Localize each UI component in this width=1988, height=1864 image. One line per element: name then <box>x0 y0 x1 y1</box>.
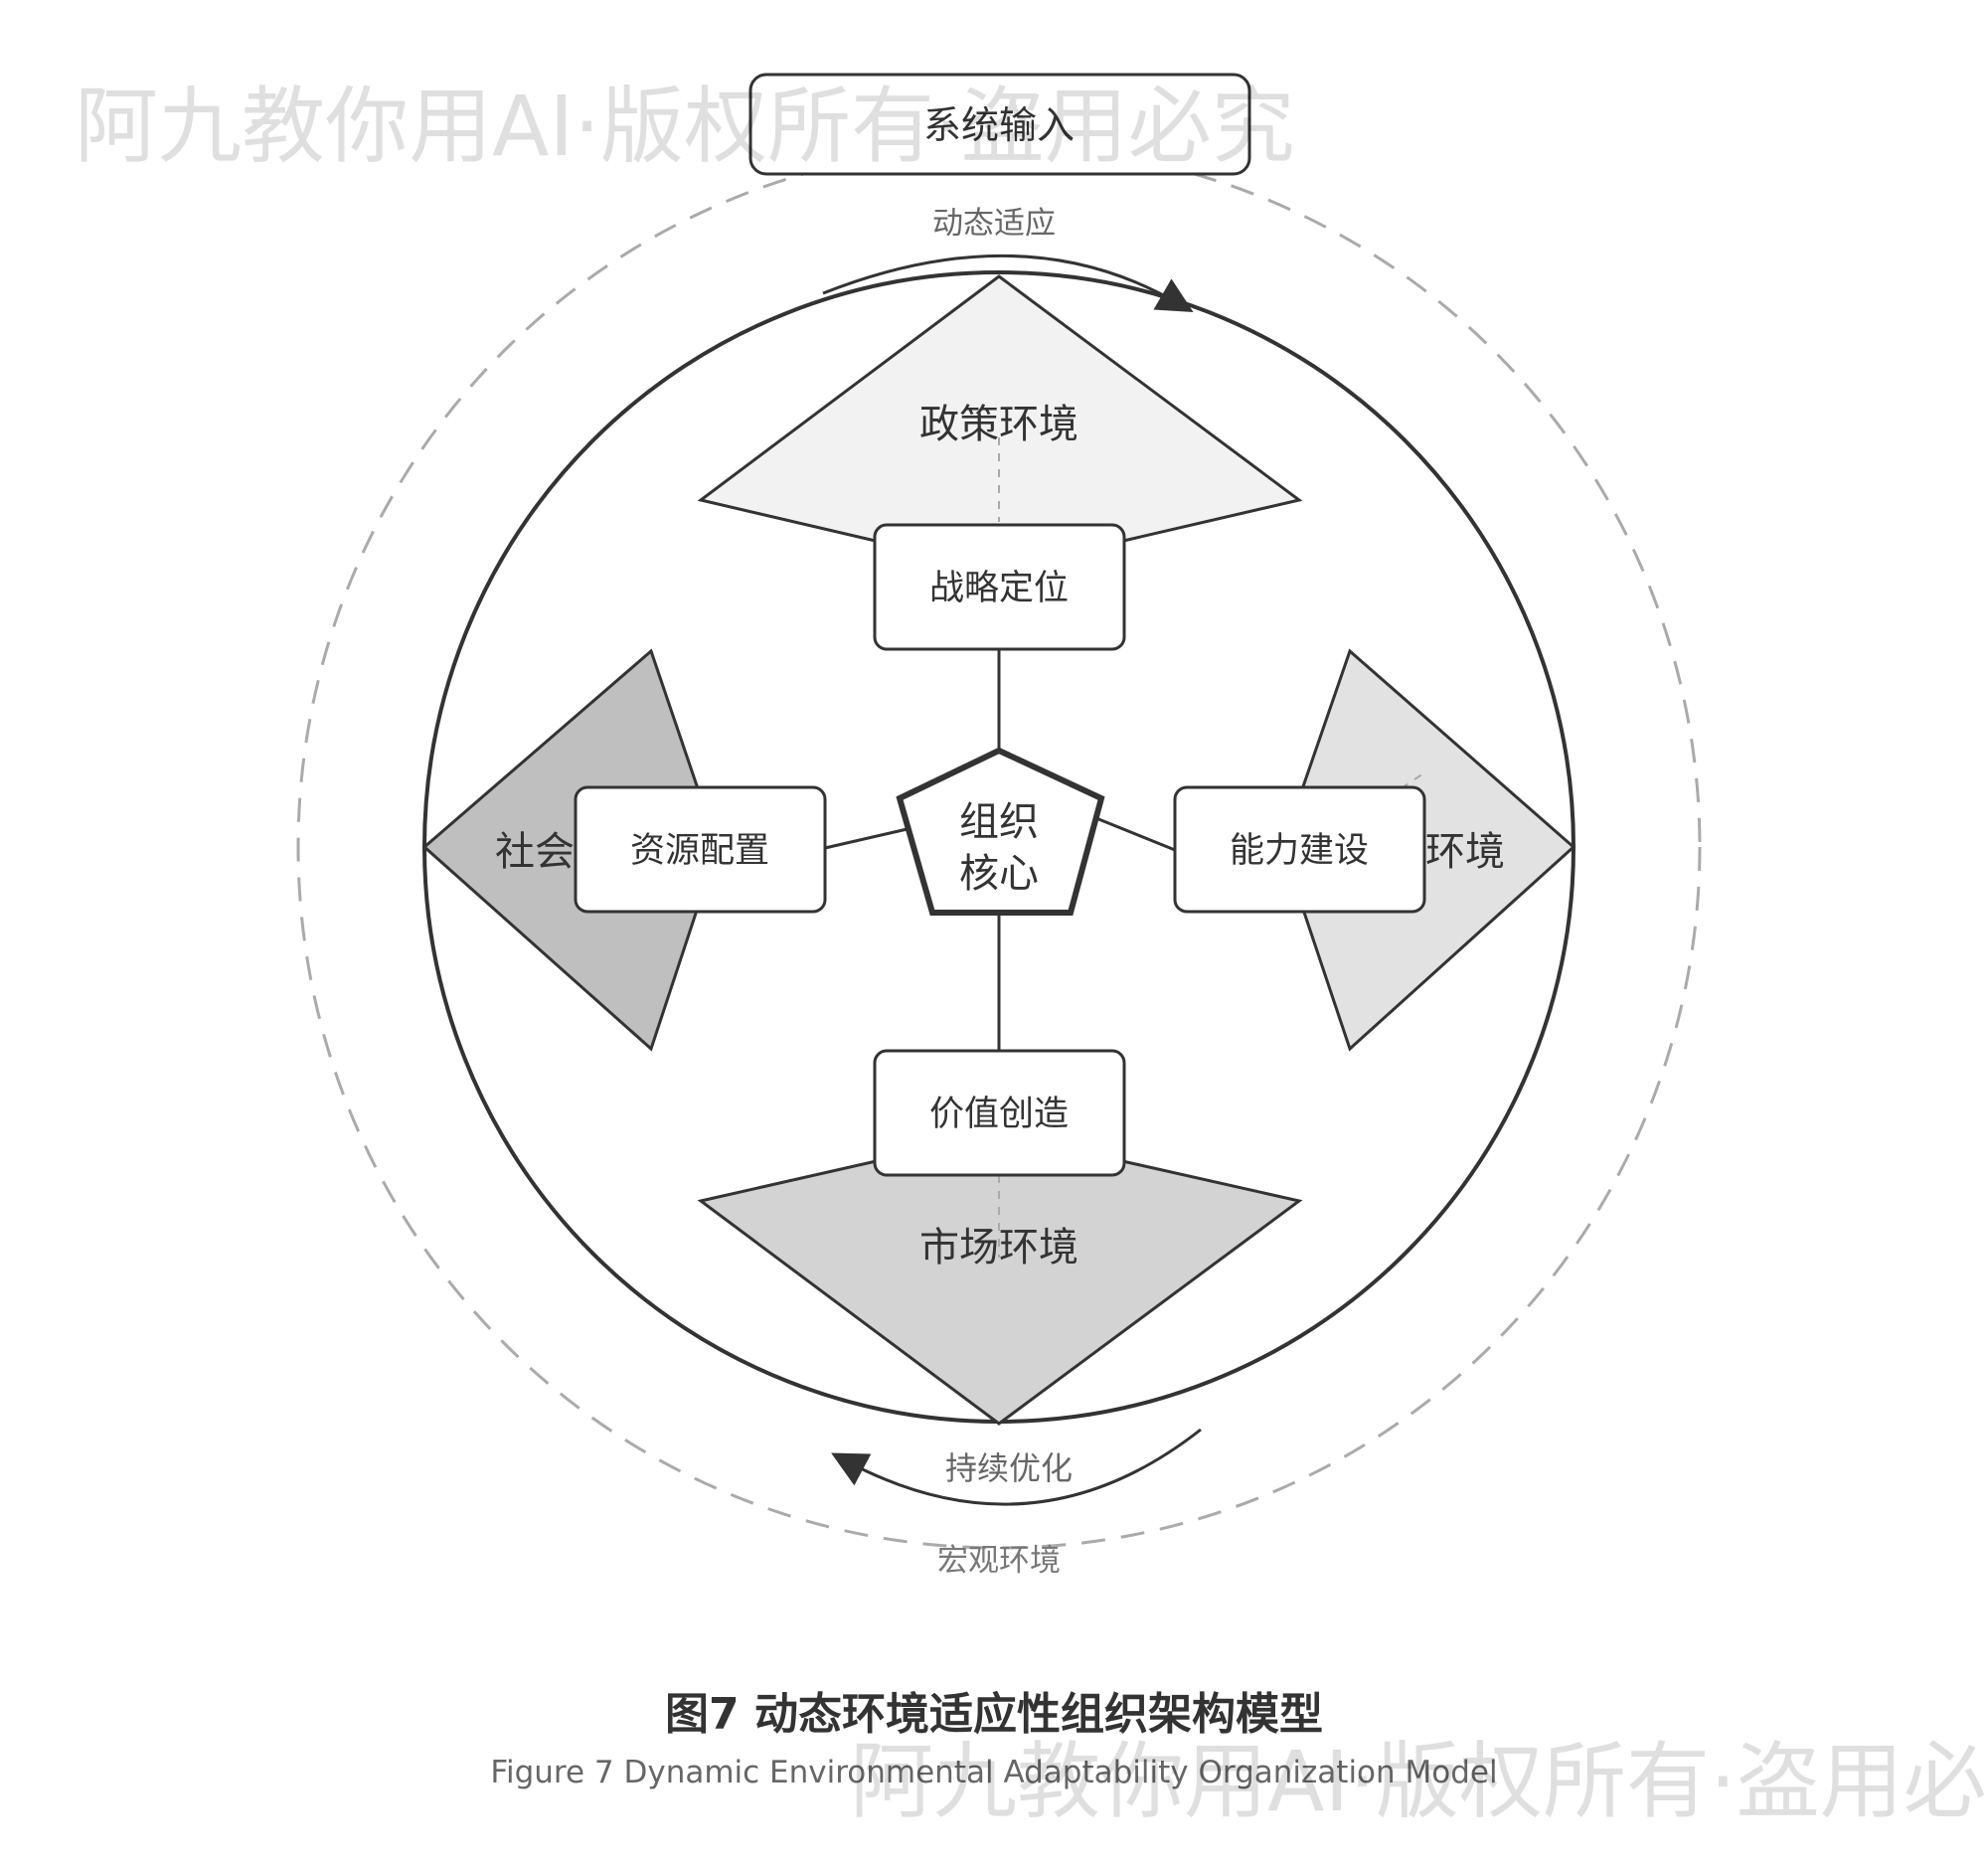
market-environment-label: 市场环境 <box>919 1225 1078 1271</box>
figure-title-english: Figure 7 Dynamic Environmental Adaptabil… <box>490 1755 1498 1790</box>
value-creation-box <box>873 1049 1126 1177</box>
dynamic-adaptation-label: 动态适应 <box>932 206 1056 242</box>
watermark-bottom: 阿九教你用AI·版权所有·盗用必究 <box>850 1733 1988 1830</box>
dynamic-adaptation-arc <box>822 254 1194 313</box>
core-label-line2: 核心 <box>959 851 1039 897</box>
system-input-box <box>748 73 1251 176</box>
technology-environment-label: 环境 <box>1425 829 1505 875</box>
social-environment-label: 社会 <box>495 829 575 875</box>
organization-core-pentagon <box>896 747 1105 916</box>
capability-building-label: 能力建设 <box>1230 831 1369 871</box>
value-creation-label: 价值创造 <box>929 1095 1069 1134</box>
watermark-top: 阿九教你用AI·版权所有·盗用必究 <box>75 78 1295 175</box>
capability-building-box <box>1173 785 1426 914</box>
policy-environment-label: 政策环境 <box>919 402 1078 447</box>
figure-title-chinese: 图7 动态环境适应性组织架构模型 <box>665 1689 1323 1740</box>
continuous-optimization-arc <box>831 1428 1202 1506</box>
system-input-label: 系统输入 <box>923 103 1075 147</box>
strategic-positioning-box <box>873 523 1126 651</box>
macro-environment-label: 宏观环境 <box>937 1543 1061 1579</box>
technology-environment-shape <box>1280 648 1576 1052</box>
resource-allocation-label: 资源配置 <box>630 831 769 871</box>
continuous-optimization-label: 持续优化 <box>945 1449 1073 1487</box>
strategic-positioning-label: 战略定位 <box>929 569 1069 608</box>
resource-allocation-box <box>574 785 827 914</box>
core-label-line1: 组织 <box>959 799 1039 845</box>
